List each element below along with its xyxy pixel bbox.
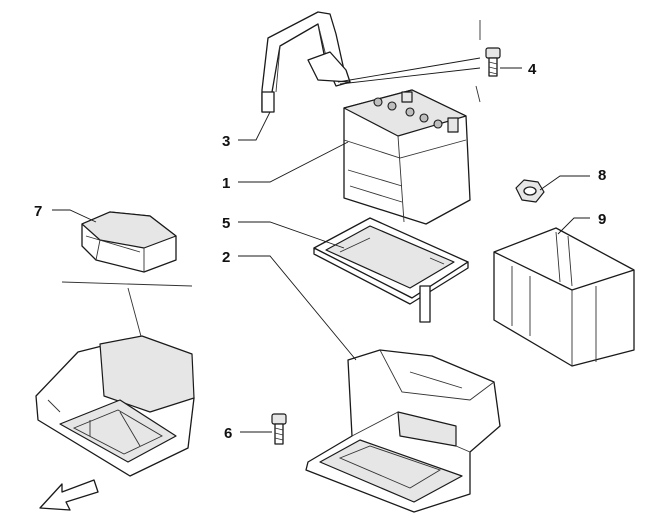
bottom-left-assembly bbox=[35, 281, 195, 477]
callout-3: 3 bbox=[222, 133, 230, 150]
battery-support bbox=[305, 349, 501, 513]
callout-9: 9 bbox=[598, 211, 606, 228]
callout-1: 1 bbox=[222, 175, 230, 192]
callout-5: 5 bbox=[222, 215, 230, 232]
bolt-4 bbox=[475, 20, 501, 103]
callout-4: 4 bbox=[528, 61, 537, 78]
callout-7: 7 bbox=[34, 203, 42, 220]
battery-cover bbox=[493, 227, 635, 367]
bolt-6 bbox=[271, 413, 287, 445]
callout-2: 2 bbox=[222, 249, 230, 266]
arrow-down-left-icon bbox=[39, 479, 99, 511]
battery-tray bbox=[313, 217, 469, 323]
callout-6: 6 bbox=[224, 425, 232, 442]
fuse-box-cover bbox=[81, 211, 177, 273]
battery bbox=[343, 89, 471, 225]
nut-8 bbox=[515, 179, 545, 203]
leader-lines bbox=[52, 57, 590, 433]
callout-8: 8 bbox=[598, 167, 606, 184]
hold-down-bracket bbox=[261, 11, 351, 113]
